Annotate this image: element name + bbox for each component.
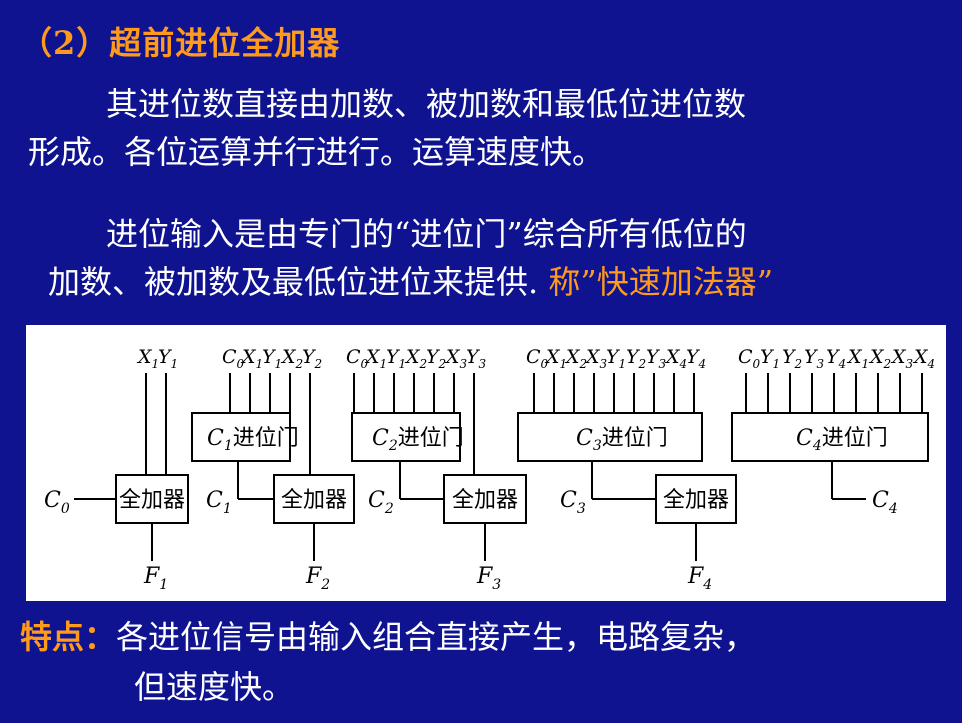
input-label: X3 <box>584 346 608 371</box>
carry-gate-2-label: C2进位门 <box>372 426 464 454</box>
input-label: X2 <box>404 346 427 371</box>
input-label: X2 <box>280 346 303 371</box>
input-label: X1 <box>544 346 567 371</box>
input-label: Y2 <box>426 346 446 371</box>
input-label: Y1 <box>760 346 780 371</box>
input-label: C0 <box>346 346 369 371</box>
full-adder-4-label: 全加器 <box>663 488 729 513</box>
input-label: Y2 <box>782 346 802 371</box>
carry-label-c1: C1 <box>206 488 232 517</box>
features-line: 但速度快。 <box>134 668 295 706</box>
input-label: Y4 <box>686 346 706 371</box>
features-label: 特点： <box>20 618 117 656</box>
carry-label-c0: C0 <box>44 488 70 517</box>
paragraph-carry-gate: 进位输入是由专门的“进位门”综合所有低位的 加数、被加数及最低位进位来提供. 称… <box>48 210 773 306</box>
full-adder-1-label: 全加器 <box>119 488 185 513</box>
input-label: C0 <box>738 346 761 371</box>
full-adder-2-label: 全加器 <box>281 488 347 513</box>
carry-gate-4-box <box>731 412 929 462</box>
full-adder-3-label: 全加器 <box>452 488 518 513</box>
input-label: Y1 <box>262 346 282 371</box>
output-label-f2: F2 <box>305 564 330 593</box>
input-label: X1 <box>364 346 387 371</box>
input-label: C0 <box>526 346 549 371</box>
paragraph-line: 形成。各位运算并行进行。运算速度快。 <box>28 133 605 171</box>
carry-gate-1-box <box>191 412 291 462</box>
output-label-f1: F1 <box>143 564 168 593</box>
input-label: Y1 <box>386 346 406 371</box>
carry-label-c3: C3 <box>560 488 586 517</box>
input-label: X1 <box>846 346 869 371</box>
input-label: Y3 <box>466 346 487 371</box>
paragraph-text: 加数、被加数及最低位进位来提供. <box>48 263 539 301</box>
input-label: Y3 <box>804 346 825 371</box>
input-label: X3 <box>444 346 468 371</box>
input-label: C0 <box>222 346 245 371</box>
features-block: 特点：各进位信号由输入组合直接产生，电路复杂， 但速度快。 <box>20 612 756 712</box>
paragraph-line: 加数、被加数及最低位进位来提供. 称”快速加法器” <box>48 258 773 306</box>
input-label: Y1 <box>606 346 626 371</box>
carry-gate-3-label: C3进位门 <box>576 426 668 454</box>
input-label: X1 <box>136 346 159 371</box>
input-label: X4 <box>912 346 935 371</box>
carry-gate-1-label: C1进位门 <box>207 426 299 454</box>
input-label: X2 <box>564 346 587 371</box>
highlight-fast-adder: 称”快速加法器” <box>548 263 774 301</box>
paragraph-line: 进位输入是由专门的“进位门”综合所有低位的 <box>106 215 747 253</box>
input-label: X1 <box>240 346 263 371</box>
input-label: Y2 <box>626 346 646 371</box>
carry-label-c2: C2 <box>368 488 394 517</box>
input-label: Y4 <box>826 346 846 371</box>
input-label: Y3 <box>646 346 667 371</box>
input-label: Y2 <box>302 346 322 371</box>
carry-gate-3-box <box>517 412 703 462</box>
input-label: X2 <box>868 346 891 371</box>
output-label-f3: F3 <box>476 564 501 593</box>
carry-label-c4: C4 <box>872 488 898 517</box>
carry-gate-2-box <box>351 412 461 462</box>
paragraph-carry-lookahead: 其进位数直接由加数、被加数和最低位进位数 形成。各位运算并行进行。运算速度快。 <box>28 80 746 176</box>
input-label: X3 <box>890 346 914 371</box>
paragraph-line: 其进位数直接由加数、被加数和最低位进位数 <box>106 85 747 123</box>
carry-gate-4-label: C4进位门 <box>796 426 888 454</box>
slide-title: （2）超前进位全加器 <box>20 24 341 62</box>
input-label: Y1 <box>158 346 178 371</box>
output-label-f4: F4 <box>687 564 712 593</box>
input-label: X4 <box>664 346 687 371</box>
features-line: 各进位信号由输入组合直接产生，电路复杂， <box>116 618 757 656</box>
